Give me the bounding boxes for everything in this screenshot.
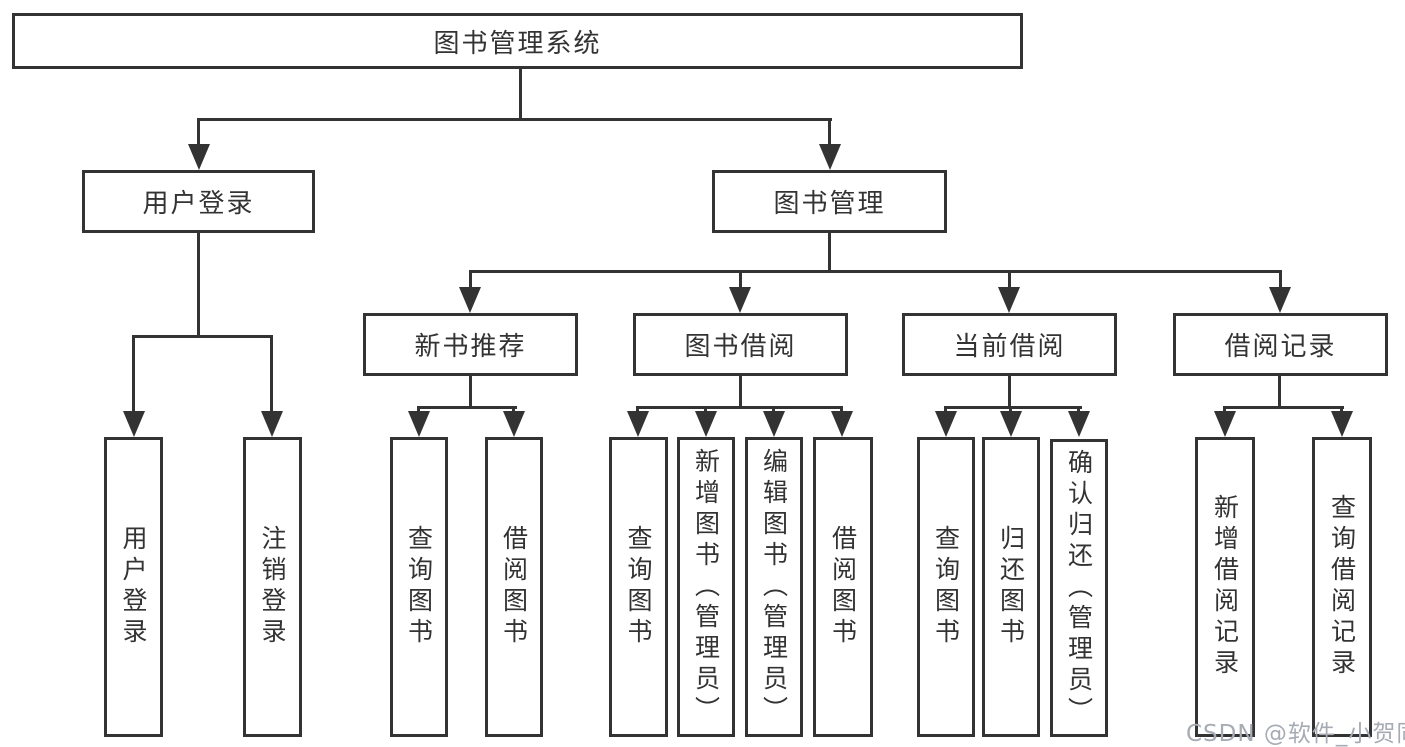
connector-newbook-rail bbox=[417, 406, 517, 409]
connector-bookborrow-stem bbox=[739, 376, 742, 408]
connector-currentborrow-stem bbox=[1008, 376, 1011, 408]
node-new-book-recommend: 新书推荐 bbox=[363, 313, 578, 376]
arrow-to-cb-return bbox=[1000, 411, 1022, 437]
connector-bb-borrow-shaft bbox=[840, 406, 843, 415]
connector-root-rail bbox=[197, 118, 832, 121]
arrow-to-borrowrecords bbox=[1269, 287, 1291, 313]
connector-br-query-shaft bbox=[1340, 406, 1343, 415]
node-library-system: 图书管理系统 bbox=[12, 13, 1023, 69]
connector-bb-edit-shaft bbox=[772, 406, 775, 415]
connector-borrowrecords-shaft bbox=[1279, 270, 1282, 292]
arrow-to-bb-query bbox=[627, 411, 649, 437]
arrow-to-login bbox=[123, 411, 145, 437]
connector-currentborrow-shaft bbox=[1008, 270, 1011, 292]
node-nb-query-books: 查询图书 bbox=[390, 437, 448, 737]
connector-br-add-shaft bbox=[1223, 406, 1226, 415]
arrow-to-logout bbox=[261, 411, 283, 437]
connector-newbook-shaft bbox=[469, 270, 472, 292]
arrow-to-bb-borrow bbox=[831, 411, 853, 437]
arrow-to-newbook bbox=[459, 287, 481, 313]
node-cb-return-books-label: 归还图书 bbox=[996, 525, 1026, 649]
connector-book-mgmt-shaft bbox=[828, 118, 831, 150]
node-book-management: 图书管理 bbox=[712, 170, 947, 233]
node-bb-edit-books-admin: 编辑图书（管理员） bbox=[745, 437, 803, 737]
node-cb-query-books-label: 查询图书 bbox=[931, 525, 961, 649]
node-user-login-label: 用户登录 bbox=[142, 189, 255, 219]
node-library-system-label: 图书管理系统 bbox=[433, 28, 602, 59]
connector-borrowrecords-stem bbox=[1278, 376, 1281, 408]
node-cb-return-books: 归还图书 bbox=[982, 437, 1040, 737]
arrow-to-book-mgmt bbox=[819, 144, 841, 170]
node-login: 用户登录 bbox=[104, 437, 163, 737]
node-nb-query-books-label: 查询图书 bbox=[404, 525, 434, 649]
node-book-management-label: 图书管理 bbox=[773, 189, 886, 219]
node-br-query-record: 查询借阅记录 bbox=[1312, 437, 1372, 737]
connector-bookborrow-rail bbox=[636, 406, 843, 409]
connector-bookborrow-shaft bbox=[739, 270, 742, 292]
node-borrow-records-label: 借阅记录 bbox=[1224, 332, 1337, 362]
arrow-to-bb-edit bbox=[763, 411, 785, 437]
arrow-to-br-add bbox=[1214, 411, 1236, 437]
connector-root-stem bbox=[519, 69, 522, 120]
connector-bookmgmt-stem bbox=[828, 233, 831, 273]
node-logout: 注销登录 bbox=[243, 437, 302, 737]
arrow-to-nb-borrow bbox=[503, 411, 525, 437]
node-user-login: 用户登录 bbox=[82, 170, 315, 233]
node-br-query-record-label: 查询借阅记录 bbox=[1327, 494, 1357, 680]
node-nb-borrow-books-label: 借阅图书 bbox=[499, 525, 529, 649]
arrow-to-cb-query bbox=[935, 411, 957, 437]
node-bb-edit-books-admin-label: 编辑图书（管理员） bbox=[759, 447, 789, 727]
connector-newbook-stem bbox=[469, 376, 472, 408]
node-cb-confirm-return-admin: 确认归还（管理员） bbox=[1050, 439, 1108, 737]
arrow-to-cb-confirm bbox=[1068, 411, 1090, 437]
connector-cb-return-shaft bbox=[1009, 406, 1012, 415]
arrow-to-bb-add bbox=[695, 411, 717, 437]
node-new-book-recommend-label: 新书推荐 bbox=[414, 332, 527, 362]
node-current-borrowing-label: 当前借阅 bbox=[953, 332, 1066, 362]
connector-nb-query-shaft bbox=[417, 406, 420, 415]
connector-userlogin-stem bbox=[197, 233, 200, 337]
arrow-to-bookborrow bbox=[729, 287, 751, 313]
connector-bb-add-shaft bbox=[704, 406, 707, 415]
connector-login-shaft bbox=[132, 335, 135, 413]
arrow-to-currentborrow bbox=[998, 287, 1020, 313]
connector-cb-query-shaft bbox=[944, 406, 947, 415]
node-logout-label: 注销登录 bbox=[258, 525, 287, 649]
node-login-label: 用户登录 bbox=[119, 525, 148, 649]
connector-userlogin-rail bbox=[132, 335, 273, 338]
node-cb-query-books: 查询图书 bbox=[917, 437, 975, 737]
node-borrow-records: 借阅记录 bbox=[1173, 313, 1388, 376]
node-cb-confirm-return-admin-label: 确认归还（管理员） bbox=[1064, 448, 1094, 728]
node-br-add-record: 新增借阅记录 bbox=[1195, 437, 1255, 737]
arrow-to-user-login bbox=[188, 144, 210, 170]
node-nb-borrow-books: 借阅图书 bbox=[485, 437, 543, 737]
node-bb-borrow-books: 借阅图书 bbox=[813, 437, 873, 737]
arrow-to-br-query bbox=[1331, 411, 1353, 437]
node-bb-add-books-admin: 新增图书（管理员） bbox=[677, 437, 735, 737]
node-br-add-record-label: 新增借阅记录 bbox=[1210, 494, 1240, 680]
connector-bb-query-shaft bbox=[636, 406, 639, 415]
watermark: CSDN @软件_小贺同学 bbox=[1186, 721, 1405, 747]
node-bb-query-books: 查询图书 bbox=[609, 437, 668, 737]
arrow-to-nb-query bbox=[408, 411, 430, 437]
connector-user-login-shaft bbox=[197, 118, 200, 150]
node-book-borrowing-label: 图书借阅 bbox=[684, 332, 797, 362]
connector-borrowrecords-rail bbox=[1223, 406, 1344, 409]
node-book-borrowing: 图书借阅 bbox=[633, 313, 848, 376]
connector-nb-borrow-shaft bbox=[512, 406, 515, 415]
connector-cb-confirm-shaft bbox=[1077, 406, 1080, 415]
connector-currentborrow-rail bbox=[944, 406, 1082, 409]
connector-logout-shaft bbox=[270, 335, 273, 413]
node-current-borrowing: 当前借阅 bbox=[902, 313, 1117, 376]
node-bb-query-books-label: 查询图书 bbox=[624, 525, 653, 649]
node-bb-borrow-books-label: 借阅图书 bbox=[828, 525, 858, 649]
connector-bookmgmt-rail bbox=[469, 270, 1282, 273]
node-bb-add-books-admin-label: 新增图书（管理员） bbox=[691, 447, 721, 727]
